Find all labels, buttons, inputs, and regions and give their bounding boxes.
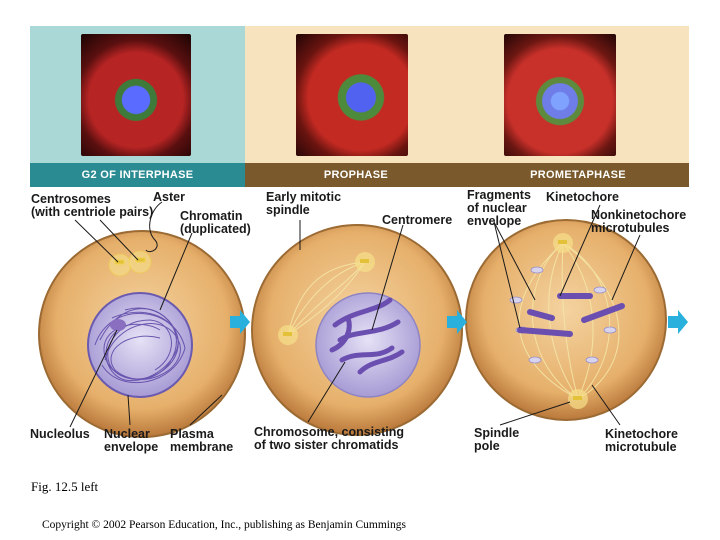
arrow-icon	[447, 310, 467, 334]
prometaphase-cell	[465, 219, 667, 421]
prophase-cell	[251, 224, 463, 436]
label-chromosome: Chromosome, consisting of two sister chr…	[254, 425, 405, 452]
interphase-cell	[38, 230, 246, 438]
label-plasma-membrane: Plasma membrane	[170, 427, 234, 454]
label-early-mitotic-spindle: Early mitotic spindle	[266, 190, 342, 217]
arrow-icon	[668, 310, 688, 334]
label-kinetochore-microtubule: Kinetochore microtubule	[605, 427, 678, 454]
prophase-centrosomes	[278, 252, 375, 345]
prophase-chromosomes	[329, 297, 405, 375]
leader-lines	[69, 201, 641, 428]
label-fragments-nuclear-envelope: Fragments of nuclear envelope	[467, 188, 531, 228]
prometaphase-plasma-membrane	[465, 219, 667, 421]
prometaphase-chromosomes	[517, 293, 625, 337]
copyright-notice: Copyright © 2002 Pearson Education, Inc.…	[42, 519, 406, 531]
figure-caption: Fig. 12.5 left	[31, 479, 99, 494]
phase-title: PROPHASE	[323, 169, 389, 181]
prometaphase-micrograph	[504, 34, 616, 156]
label-spindle-pole: Spindle pole	[474, 426, 520, 453]
label-centrosomes: Centrosomes (with centriole pairs)	[31, 192, 154, 219]
chromatin-tangle	[94, 307, 186, 384]
phase-band-prophase: PROPHASE	[245, 163, 467, 187]
phase-band-prometaphase: PROMETAPHASE	[467, 163, 689, 187]
phase-band-interphase: G2 OF INTERPHASE	[30, 163, 245, 187]
prophase-micrograph	[296, 34, 408, 156]
label-centromere: Centromere	[382, 213, 453, 227]
label-chromatin: Chromatin (duplicated)	[180, 209, 251, 236]
nucleolus	[110, 319, 126, 331]
prometaphase-centrosomes	[553, 233, 588, 409]
label-aster: Aster	[153, 190, 185, 204]
interphase-micrograph	[81, 34, 191, 156]
transition-arrows	[230, 310, 688, 334]
label-nonkinetochore-microtubules: Nonkinetochore microtubules	[591, 208, 687, 235]
phase-title: PROMETAPHASE	[530, 169, 626, 181]
phase-title: G2 OF INTERPHASE	[81, 169, 194, 181]
arrow-icon	[230, 310, 250, 334]
label-nuclear-envelope: Nuclear envelope	[104, 427, 159, 454]
label-kinetochore: Kinetochore	[546, 190, 619, 204]
label-nucleolus: Nucleolus	[30, 427, 90, 441]
